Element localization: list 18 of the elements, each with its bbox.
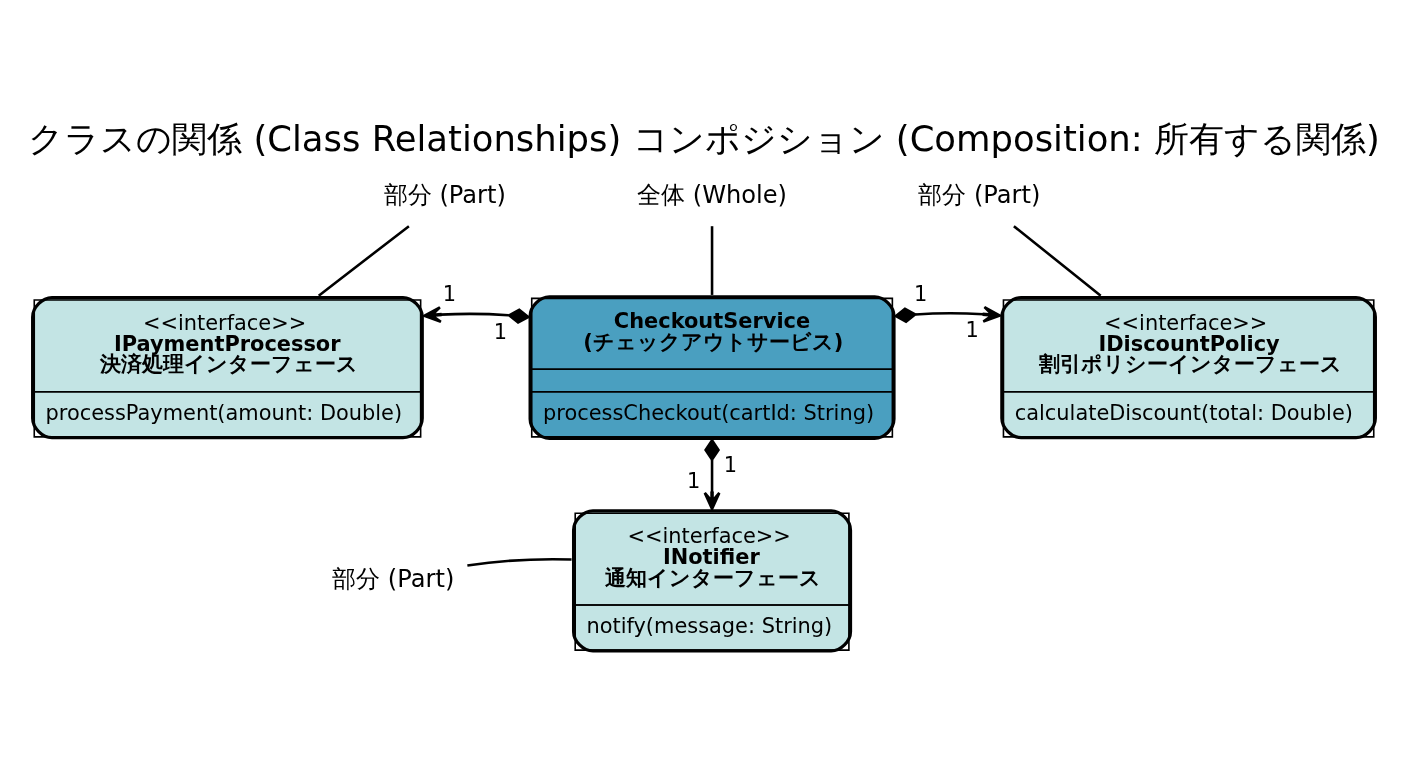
node-text: 部分 (Part) [383,180,506,209]
connector [1013,224,1102,297]
arrow [703,437,721,510]
connector [710,225,714,295]
label: 1 [442,281,457,306]
node-text: 全体 (Whole) [637,180,788,209]
arrow [423,305,531,324]
node-text: 部分 (Part) [332,564,455,593]
arrow [893,305,1002,323]
connector [467,557,572,567]
label: 1 [493,319,508,344]
connector [317,224,410,297]
diagram-title: クラスの関係 (Class Relationships) コンポジション (Composition: 所有する関係) [28,117,1380,159]
label: 1 [723,452,738,477]
node-text: 部分 (Part) [918,180,1041,209]
label: 1 [965,317,979,342]
label: 1 [913,281,928,306]
label: 1 [686,468,701,493]
